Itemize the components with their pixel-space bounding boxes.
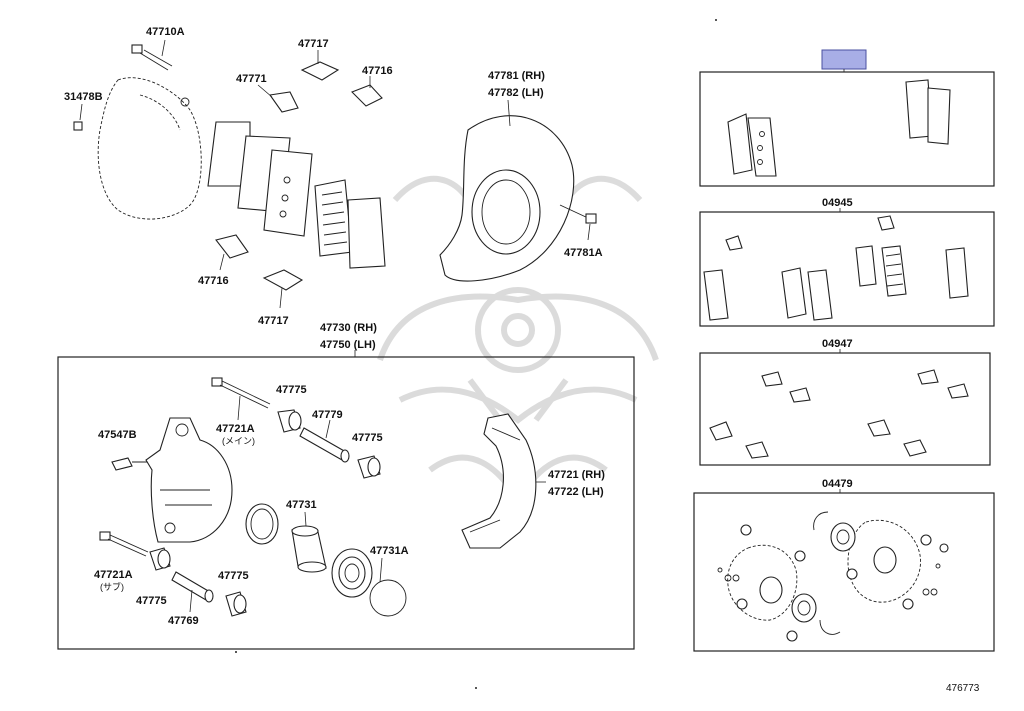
label-47775-a[interactable]: 47775 xyxy=(276,384,307,396)
set-ring[interactable] xyxy=(369,557,407,617)
piston-boot-47731A[interactable] xyxy=(331,548,373,598)
kit-highlight-box[interactable] xyxy=(821,49,867,70)
kit-pads-drawing xyxy=(727,79,951,177)
speck xyxy=(715,19,717,21)
bolt-47721A-sub[interactable] xyxy=(99,531,149,557)
label-47782-lh[interactable]: 47782 (LH) xyxy=(488,87,544,99)
brake-pad-set[interactable] xyxy=(207,121,386,269)
label-47721A-main[interactable]: 47721A xyxy=(216,423,255,435)
caliper-assembly-box xyxy=(57,356,635,650)
shim-47717-top[interactable] xyxy=(300,50,340,81)
label-sub-note: (サブ) xyxy=(100,581,124,592)
label-47775-c[interactable]: 47775 xyxy=(136,595,167,607)
label-47731[interactable]: 47731 xyxy=(286,499,317,511)
label-47769[interactable]: 47769 xyxy=(168,615,199,627)
kit-panel-04479[interactable] xyxy=(693,492,995,652)
label-47716-top[interactable]: 47716 xyxy=(362,65,393,77)
label-47717-bottom[interactable]: 47717 xyxy=(258,315,289,327)
piston-seal-ring[interactable] xyxy=(245,503,279,545)
bushing-47775-b[interactable] xyxy=(357,455,381,479)
speck xyxy=(475,687,477,689)
kit-04947-drawing xyxy=(709,369,969,459)
label-47730-rh[interactable]: 47730 (RH) xyxy=(320,322,377,334)
label-47721A-sub[interactable]: 47721A xyxy=(94,569,133,581)
diagram-number: 476773 xyxy=(946,683,980,694)
plug-31478B[interactable] xyxy=(73,103,83,131)
kit-panel-04947[interactable] xyxy=(699,352,991,466)
bolt-47710A[interactable] xyxy=(131,39,173,71)
label-31478B[interactable]: 31478B xyxy=(64,91,103,103)
label-47722-lh[interactable]: 47722 (LH) xyxy=(548,486,604,498)
slide-pin-47779[interactable] xyxy=(299,419,350,463)
label-47779[interactable]: 47779 xyxy=(312,409,343,421)
shim-47716-bottom[interactable] xyxy=(215,234,249,271)
piston-47731[interactable] xyxy=(291,511,327,573)
label-kit-04945[interactable]: 04945 xyxy=(822,197,853,209)
label-kit-04947[interactable]: 04947 xyxy=(822,338,853,350)
bolt-47721A-main[interactable] xyxy=(211,377,271,421)
label-47716-bottom[interactable]: 47716 xyxy=(198,275,229,287)
caliper-housing-outline xyxy=(97,77,202,220)
clip-47771[interactable] xyxy=(257,84,299,113)
bushing-47775-c[interactable] xyxy=(149,547,171,571)
shim-47717-bottom[interactable] xyxy=(262,269,304,309)
label-47771[interactable]: 47771 xyxy=(236,73,267,85)
bleeder-plug-47547B[interactable] xyxy=(111,457,150,471)
label-47781A[interactable]: 47781A xyxy=(564,247,603,259)
kit-04479-drawing xyxy=(717,511,949,642)
label-main-note: (メイン) xyxy=(222,436,255,446)
label-47710A[interactable]: 47710A xyxy=(146,26,185,38)
bolt-47781A[interactable] xyxy=(559,204,597,241)
label-47717-top[interactable]: 47717 xyxy=(298,38,329,50)
dust-cover-47781[interactable] xyxy=(439,99,575,282)
speck xyxy=(235,651,237,653)
label-47750-lh[interactable]: 47750 (LH) xyxy=(320,339,376,351)
kit-panel-04945[interactable] xyxy=(699,211,995,327)
bushing-47775-d[interactable] xyxy=(225,591,247,617)
kit-04945-drawing xyxy=(703,215,969,321)
watermark-emblem xyxy=(377,175,659,506)
label-47731A[interactable]: 47731A xyxy=(370,545,409,557)
label-kit-04479[interactable]: 04479 xyxy=(822,478,853,490)
label-47781-rh[interactable]: 47781 (RH) xyxy=(488,70,545,82)
torque-plate-47721[interactable] xyxy=(461,413,546,549)
slide-pin-47769[interactable] xyxy=(171,571,214,613)
label-47547B[interactable]: 47547B xyxy=(98,429,137,441)
caliper-cylinder[interactable] xyxy=(145,417,233,543)
kit-panel-pads[interactable] xyxy=(699,71,995,187)
label-47775-b[interactable]: 47775 xyxy=(352,432,383,444)
shim-47716-top[interactable] xyxy=(351,76,383,107)
bushing-47775-a[interactable] xyxy=(277,409,302,433)
label-47721-rh[interactable]: 47721 (RH) xyxy=(548,469,605,481)
label-47775-d[interactable]: 47775 xyxy=(218,570,249,582)
